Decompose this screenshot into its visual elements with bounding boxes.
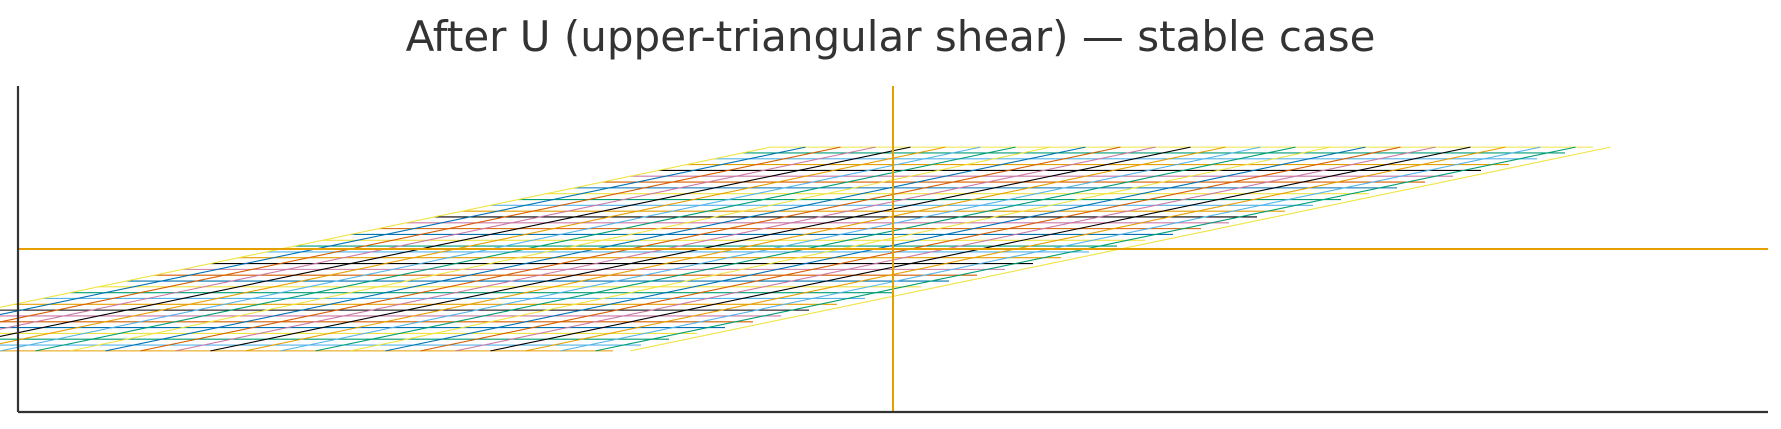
chart-title: After U (upper-triangular shear) — stabl… <box>405 12 1376 61</box>
